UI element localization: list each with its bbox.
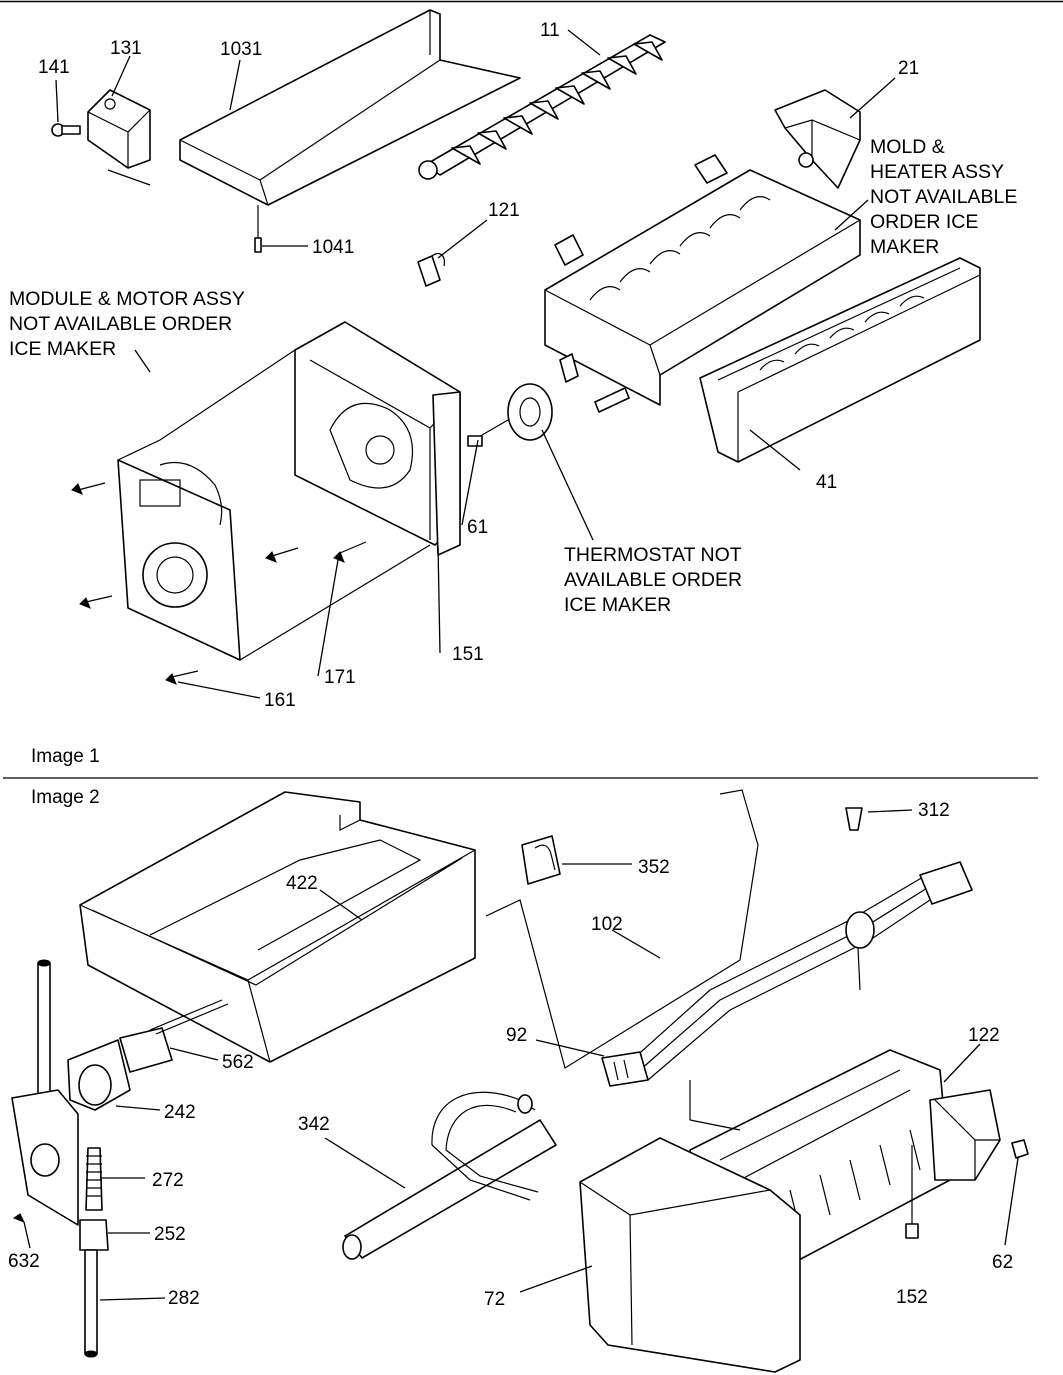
note-thermostat: THERMOSTAT NOT AVAILABLE ORDER ICE MAKER xyxy=(564,544,742,616)
note-mold-heater: MOLD & HEATER ASSY NOT AVAILABLE ORDER I… xyxy=(870,136,1017,258)
mold-heater-assembly xyxy=(544,154,861,406)
module-motor-assembly xyxy=(117,321,461,661)
note-module-line-1: MODULE & MOTOR ASSY xyxy=(9,288,245,310)
label-61: 61 xyxy=(467,517,488,538)
note-thermostat-line-1: THERMOSTAT NOT xyxy=(564,544,742,566)
label-21: 21 xyxy=(898,58,919,79)
part-121-clip xyxy=(417,253,445,287)
label-632: 632 xyxy=(8,1251,40,1272)
part-562-connector xyxy=(119,999,229,1073)
image-1-leaders xyxy=(55,29,896,699)
note-mold-line-3: NOT AVAILABLE xyxy=(870,186,1017,208)
note-mold-line-5: MAKER xyxy=(870,236,939,258)
label-41: 41 xyxy=(816,472,837,493)
part-422-ice-bin xyxy=(79,791,476,1063)
image-2-exploded-view: Image 2 xyxy=(8,787,1029,1373)
label-171: 171 xyxy=(324,667,356,688)
label-352: 352 xyxy=(638,857,670,878)
part-92-connector xyxy=(601,1051,649,1087)
part-152-screw xyxy=(905,1145,919,1239)
image-1-caption: Image 1 xyxy=(31,746,100,767)
label-1031: 1031 xyxy=(220,39,262,60)
part-102-harness xyxy=(485,789,973,1081)
water-valve-assembly xyxy=(11,959,131,1358)
label-122: 122 xyxy=(968,1025,1000,1046)
note-module-line-2: NOT AVAILABLE ORDER xyxy=(9,313,232,335)
part-41-front-cover xyxy=(699,257,981,463)
note-mold-line-4: ORDER ICE xyxy=(870,211,978,233)
label-152: 152 xyxy=(896,1287,928,1308)
image-2-caption: Image 2 xyxy=(31,787,100,808)
part-352-clip xyxy=(521,835,561,885)
image-2-leaders xyxy=(23,809,1019,1301)
note-mold-line-2: HEATER ASSY xyxy=(870,161,1004,183)
module-screws xyxy=(71,482,367,685)
label-562: 562 xyxy=(222,1052,254,1073)
note-thermostat-line-2: AVAILABLE ORDER xyxy=(564,569,742,591)
label-312: 312 xyxy=(918,800,950,821)
label-161: 161 xyxy=(264,690,296,711)
label-252: 252 xyxy=(154,1224,186,1245)
part-131-bracket xyxy=(87,89,151,186)
label-422: 422 xyxy=(286,873,318,894)
note-module-motor: MODULE & MOTOR ASSY NOT AVAILABLE ORDER … xyxy=(9,288,245,360)
part-62-clip xyxy=(1011,1139,1029,1159)
image-1-exploded-view: 141 131 1031 11 21 1041 121 41 61 151 17… xyxy=(9,9,1017,767)
note-mold-line-1: MOLD & xyxy=(870,136,945,158)
part-312-wire-nut xyxy=(845,807,863,831)
label-102: 102 xyxy=(591,914,623,935)
note-module-line-3: ICE MAKER xyxy=(9,338,116,360)
label-121: 121 xyxy=(488,200,520,221)
label-151: 151 xyxy=(452,644,484,665)
label-1041: 1041 xyxy=(312,237,354,258)
label-282: 282 xyxy=(168,1288,200,1309)
label-242: 242 xyxy=(164,1102,196,1123)
part-72-front-cover xyxy=(579,1137,801,1373)
part-342-fill-tube xyxy=(342,1091,557,1260)
label-62: 62 xyxy=(992,1252,1013,1273)
label-272: 272 xyxy=(152,1170,184,1191)
part-11-ejector xyxy=(418,34,666,180)
note-thermostat-line-3: ICE MAKER xyxy=(564,594,671,616)
thermostat xyxy=(467,353,630,447)
label-131: 131 xyxy=(110,38,142,59)
label-72: 72 xyxy=(484,1289,505,1310)
part-151-plate xyxy=(432,391,461,556)
part-1041-screw xyxy=(254,205,262,253)
label-141: 141 xyxy=(38,57,70,78)
label-11: 11 xyxy=(540,20,560,41)
part-141-screw xyxy=(51,123,81,137)
label-92: 92 xyxy=(506,1025,527,1046)
label-342: 342 xyxy=(298,1114,330,1135)
part-1031-cover xyxy=(179,9,521,206)
part-21-bracket xyxy=(774,89,861,189)
